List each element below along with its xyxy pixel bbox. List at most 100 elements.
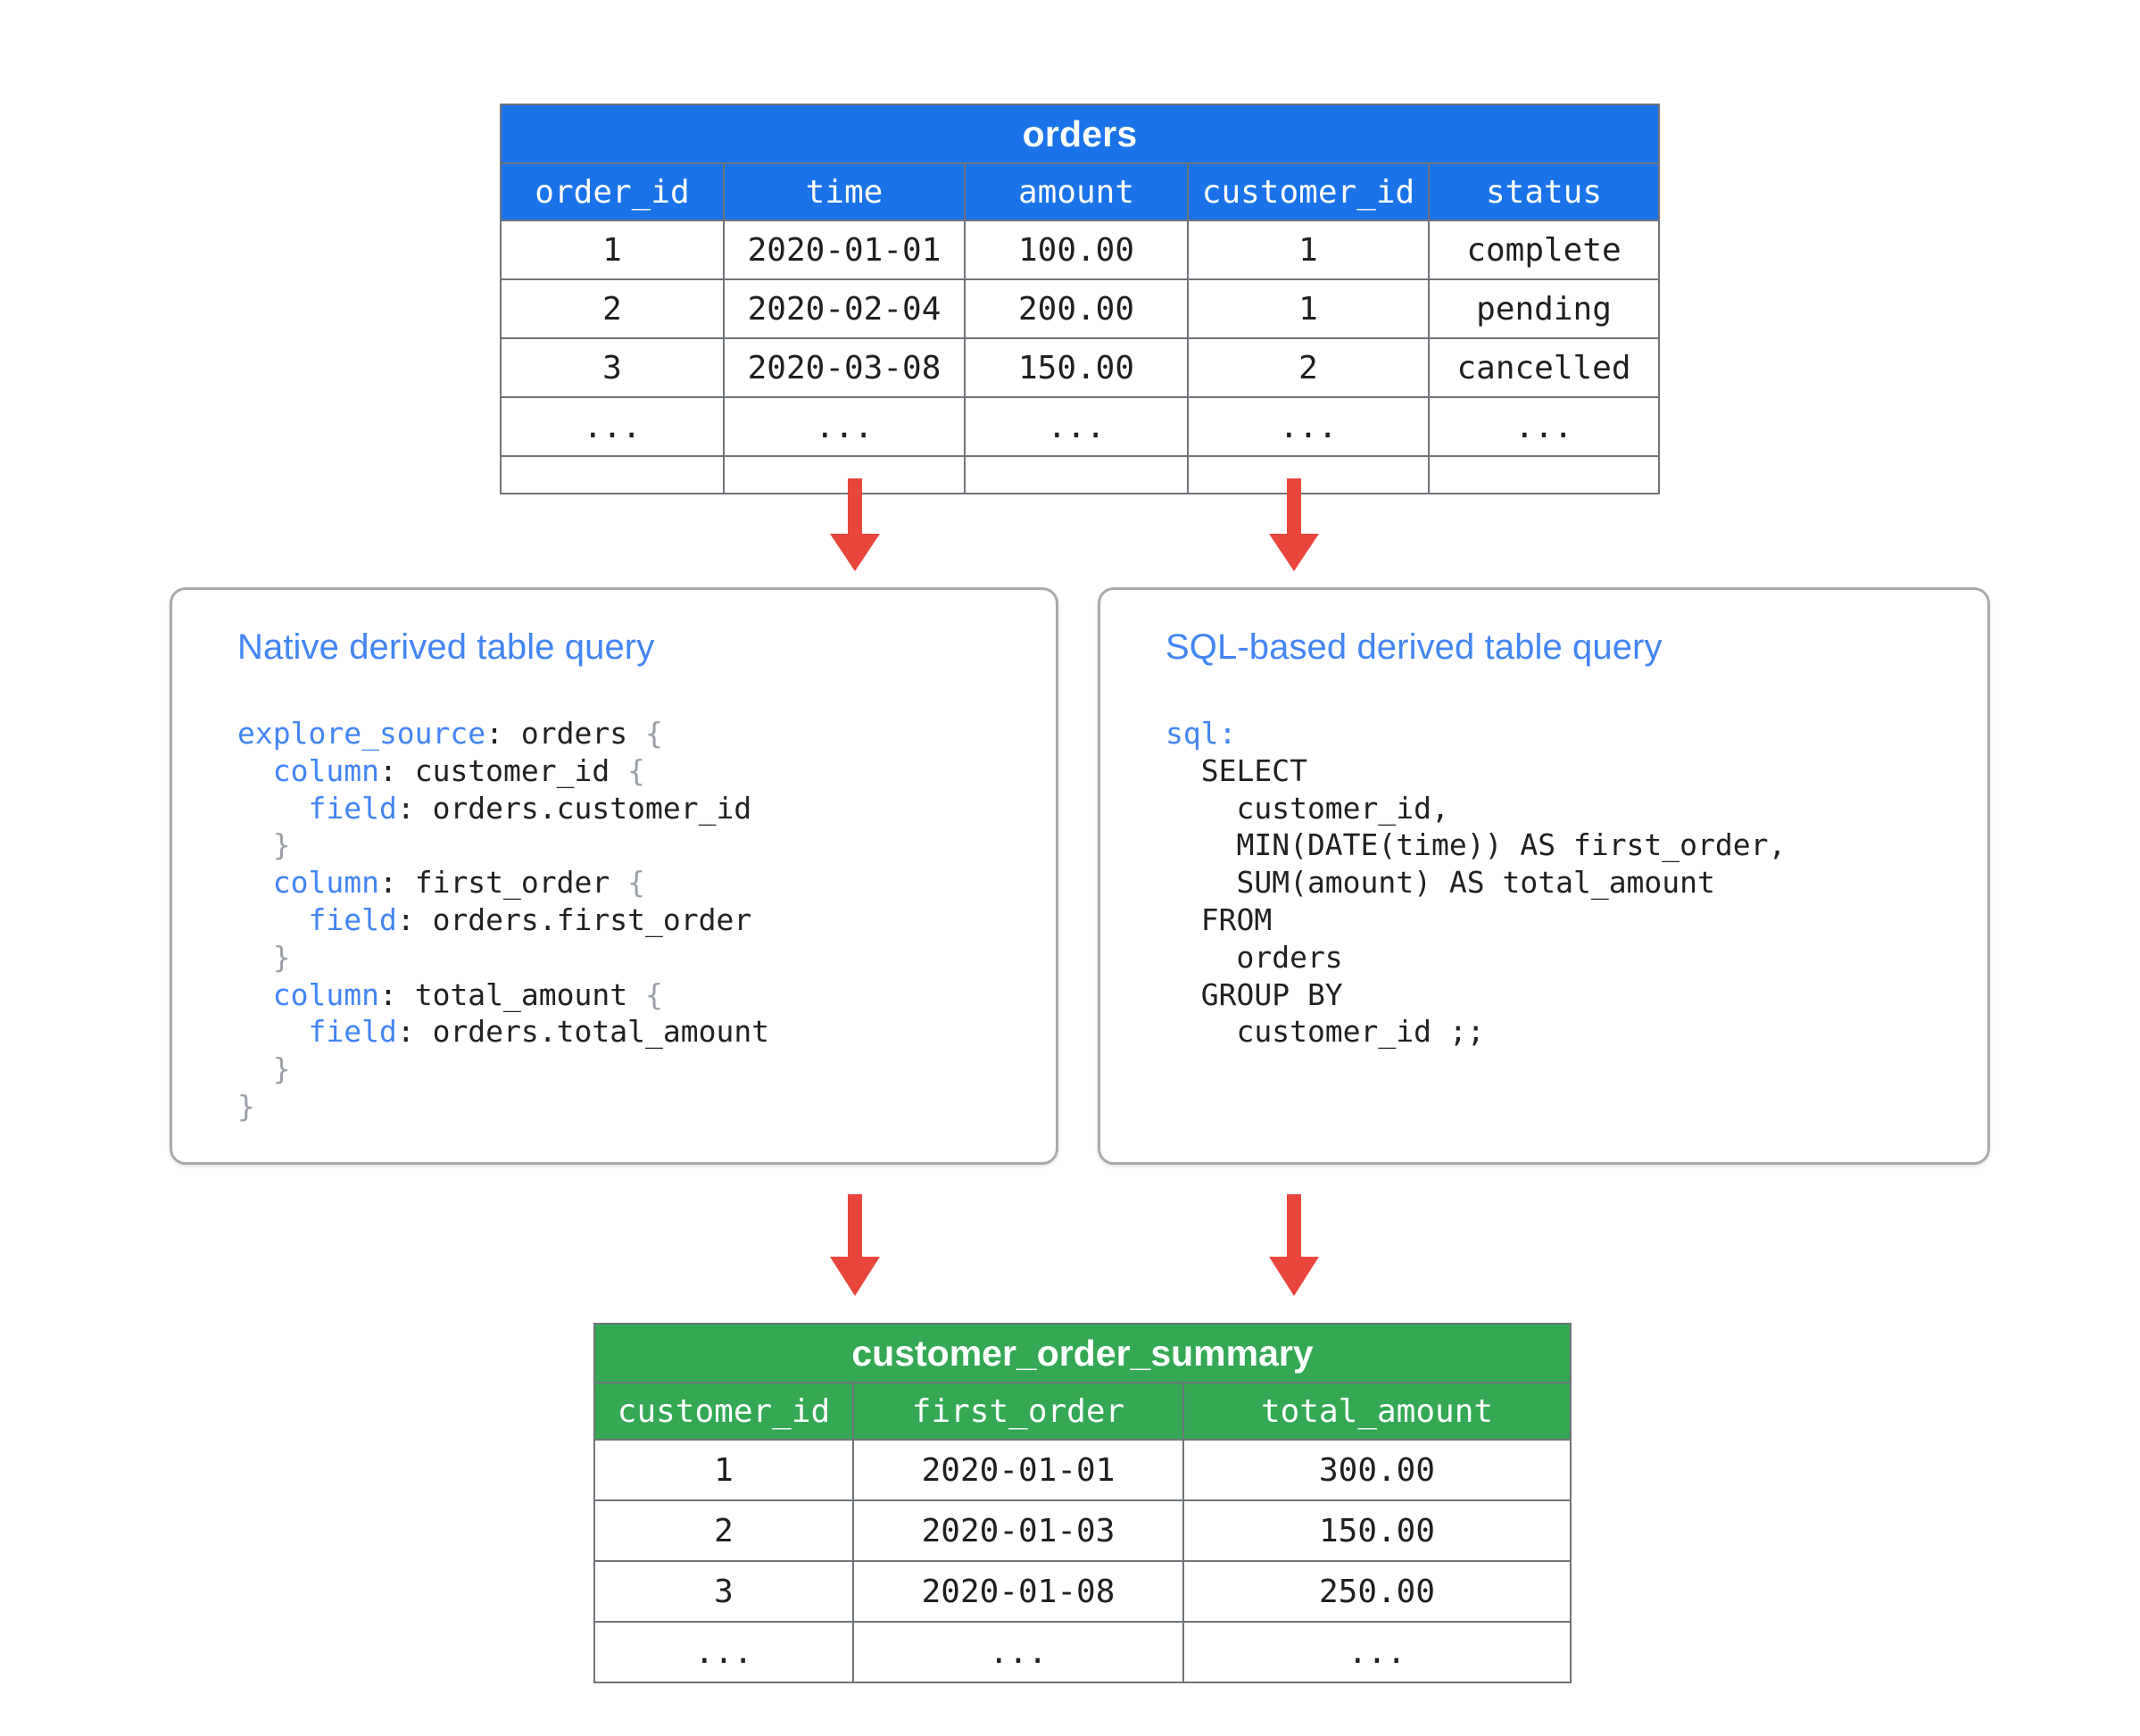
table-cell: ... [500,396,725,457]
code-token: explore_source [237,716,486,751]
column-header: total_amount [1182,1382,1572,1441]
code-line: column: total_amount { [237,976,769,1014]
code-token [237,940,273,975]
code-token: { [644,716,663,751]
code-token: sql [1165,716,1219,751]
code-token: : orders [485,716,645,751]
table-cell-empty [500,455,725,494]
table-cell: 3 [500,337,725,398]
code-token [237,753,273,788]
table-cell-empty [1427,455,1661,494]
table-cell: 2 [593,1499,854,1562]
table-cell: 2020-01-01 [723,220,966,280]
code-token: : [1218,716,1237,751]
code-line: } [237,1051,769,1088]
table-cell: ... [1427,396,1661,457]
code-token: FROM [1165,901,1273,937]
table-cell: 250.00 [1182,1560,1572,1623]
column-header: customer_id [1187,162,1430,221]
table-cell: 100.00 [964,220,1189,280]
table-title-row: customer_order_summary [593,1323,1572,1383]
table-cell: ... [1182,1621,1572,1683]
code-line: SELECT [1165,752,1786,790]
table-cell: 1 [593,1439,854,1501]
code-line: } [237,939,769,976]
table-cell: 300.00 [1182,1439,1572,1501]
code-token: } [272,827,291,863]
code-token: GROUP BY [1165,976,1343,1012]
code-token: : total_amount [378,976,645,1012]
code-token: field [308,901,397,937]
column-header: amount [964,162,1189,221]
table-cell: 2020-02-04 [723,278,966,339]
column-header: time [723,162,966,221]
code-token: : customer_id [378,752,628,788]
table-cell: 2 [1187,337,1430,398]
code-token [237,827,273,862]
code-line: FROM [1165,901,1786,939]
table-row [500,455,1661,494]
code-line: orders [1165,939,1786,976]
code-token [237,791,308,826]
code-line: SUM(amount) AS total_amount [1165,864,1786,901]
code-token [237,865,273,900]
code-line: explore_source: orders { [237,715,769,752]
table-cell: 2 [500,278,725,339]
code-line: column: first_order { [237,864,769,901]
native-derived-table-card: Native derived table query explore_sourc… [170,587,1058,1165]
code-token [237,977,273,1012]
table-cell: 150.00 [964,337,1189,398]
native-card-title: Native derived table query [237,627,655,667]
table-cell: ... [723,396,966,457]
table-name: orders [499,104,1661,164]
sql-card-title: SQL-based derived table query [1165,627,1663,667]
arrow-native-to-summary-icon [830,1194,880,1296]
code-token [237,1051,273,1086]
code-token: customer_id ;; [1165,1014,1485,1050]
code-line: MIN(DATE(time)) AS first_order, [1165,826,1786,864]
code-token: : first_order [378,865,628,901]
table-cell: complete [1427,220,1661,280]
code-token: column [272,865,379,901]
code-token: orders [1165,939,1343,975]
code-line: column: customer_id { [237,752,769,790]
table-cell: cancelled [1427,337,1661,398]
code-token: : orders.customer_id [396,790,752,826]
table-cell: ... [593,1621,854,1683]
code-token: { [644,976,663,1012]
code-token: field [308,1014,397,1050]
code-token: field [308,790,397,826]
table-cell-empty [1187,455,1430,494]
code-line: customer_id, [1165,790,1786,827]
code-line: field: orders.customer_id [237,790,769,827]
table-cell-empty [723,455,966,494]
code-token: MIN(DATE(time)) AS first_order, [1165,827,1787,863]
table-cell: 3 [593,1560,854,1623]
column-header: order_id [500,162,725,221]
sql-code-block: sql: SELECT customer_id, MIN(DATE(time))… [1165,715,1786,1051]
code-token: column [272,976,379,1012]
code-token: { [627,865,645,901]
code-token: } [272,939,291,975]
sql-derived-table-card: SQL-based derived table query sql: SELEC… [1098,587,1990,1165]
table-row: ......... [593,1621,1572,1683]
table-cell-empty [964,455,1189,494]
code-line: } [237,1088,769,1125]
code-line: field: orders.first_order [237,901,769,939]
table-cell: 200.00 [964,278,1189,339]
table-cell: 150.00 [1182,1499,1572,1562]
code-token: } [237,1088,255,1124]
table-cell: 1 [1187,278,1430,339]
code-token: } [272,1051,291,1087]
arrow-orders-to-sql-icon [1269,478,1319,571]
